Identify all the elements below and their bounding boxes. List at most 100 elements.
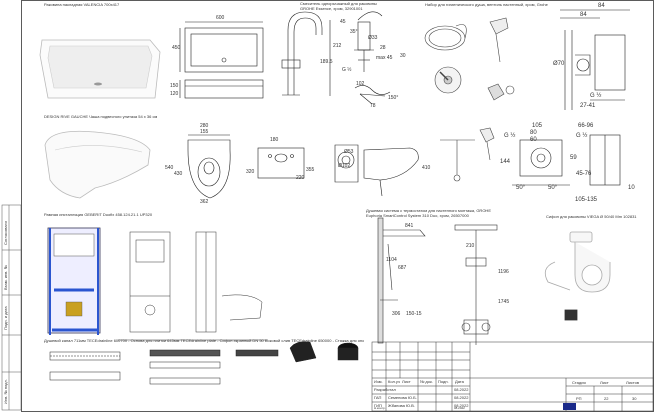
caption-siphon: Сифон для раковины VIEGA Ø 50/40 Mm 1028… xyxy=(546,214,637,219)
dim-t-362: 362 xyxy=(200,199,209,205)
dim-f-189: 189.5 xyxy=(320,59,333,65)
dim-h-84b: 84 xyxy=(580,12,587,18)
caption-drain: Душевой канал 711мм TECEdrainline 600700… xyxy=(44,338,364,343)
dim-s-50a: 50° xyxy=(516,185,526,191)
sink-drawing xyxy=(179,21,264,99)
dim-h-84a: 84 xyxy=(598,3,605,9)
tb-header-1: Кол.уч xyxy=(388,379,400,384)
toilet-photo xyxy=(44,130,151,199)
caption-install: Рамная инсталляция GEBERIT Duofix 458.12… xyxy=(44,212,153,217)
caption-sink: Раковина накладная VALENCIA 700x417 xyxy=(44,2,120,7)
siphon-drawing xyxy=(544,231,611,321)
dim-f-28: 28 xyxy=(380,45,386,51)
dim-s-g12b: G ½ xyxy=(576,133,588,139)
logo-mark xyxy=(563,403,576,410)
faucet-drawing xyxy=(281,11,391,105)
dim-h-g12: G ½ xyxy=(590,93,602,99)
drain-drawing xyxy=(49,341,359,385)
caption-toilet: DESIGN RIVE GAUCHE Чаша подвесного унита… xyxy=(44,114,158,119)
dim-t-280: 280 xyxy=(200,123,209,129)
install-photo xyxy=(47,227,101,335)
dim-t-540: 540 xyxy=(165,165,174,171)
dim-s-60: 60 xyxy=(530,137,537,143)
tb-date-3: 08.2022 xyxy=(454,406,465,410)
dim-s-144: 144 xyxy=(500,159,511,165)
tb-date-0: 08.2022 xyxy=(454,387,469,392)
dim-s-105135: 105-135 xyxy=(575,197,598,203)
tb-sheet-label: Лист xyxy=(600,380,609,385)
dim-t-220: 220 xyxy=(296,175,305,181)
dim-t-102: Ø102 xyxy=(338,163,351,169)
dim-sh-1104: 1104 xyxy=(386,257,397,263)
tb-sheets: 30 xyxy=(632,396,637,401)
dim-t-180: 180 xyxy=(270,137,279,143)
tb-name-1: Семенова Ю.Б. xyxy=(388,395,417,400)
dim-h-70: Ø70 xyxy=(553,61,565,67)
tb-sheets-label: Листов xyxy=(626,380,639,385)
caption-faucet: Смеситель однорычажный для раковины GROH… xyxy=(300,1,377,11)
tb-role-0: Разработал xyxy=(374,387,396,392)
sidebar-label-1: Взам. инв. № xyxy=(3,265,8,290)
dim-f-g12: G ½ xyxy=(342,67,352,73)
dim-f-150: 150° xyxy=(388,95,399,101)
caption-shower: Душевая система с термостатом для настен… xyxy=(366,208,491,218)
dim-s-g12a: G ½ xyxy=(504,133,516,139)
dim-sh-1196: 1196 xyxy=(498,269,509,275)
tb-role-1: ГАП xyxy=(374,395,382,400)
dim-s-4576: 45-76 xyxy=(576,171,592,177)
dim-sh-210: 210 xyxy=(466,243,475,249)
dim-t-155: 155 xyxy=(200,129,209,135)
dim-t-410: 410 xyxy=(422,165,431,171)
tb-header-2: Лист xyxy=(402,379,411,384)
dim-t-355: 355 xyxy=(306,167,315,173)
dim-f-max45: max 45 xyxy=(376,55,393,61)
dim-sink-h2: 150 xyxy=(170,83,179,89)
tb-date-2: 08.2022 xyxy=(454,403,469,408)
shower-system-drawing xyxy=(377,217,498,345)
sidebar-stamp xyxy=(1,204,22,411)
dim-f-102: 102 xyxy=(356,81,365,87)
dim-f-30: 30 xyxy=(400,53,406,59)
install-drawing xyxy=(118,231,268,341)
dim-sh-687: 687 xyxy=(398,265,407,271)
dim-s-105: 105 xyxy=(532,123,543,129)
dim-h-2741: 27-41 xyxy=(580,103,596,109)
tb-header-3: № док. xyxy=(420,379,433,384)
dim-sh-1745: 1745 xyxy=(498,299,510,305)
dim-f-212: 212 xyxy=(333,43,342,49)
dim-t-430: 430 xyxy=(174,171,183,177)
tb-role-3: Н.контр. xyxy=(374,406,386,410)
dim-f-78: 78 xyxy=(370,103,376,109)
sink-photo xyxy=(39,39,161,99)
hygienic-section-drawing xyxy=(560,9,630,110)
thermostat-drawing xyxy=(512,134,621,186)
tb-header-0: Изм. xyxy=(374,379,383,384)
dim-s-10: 10 xyxy=(628,185,635,191)
tb-stage-label: Стадия xyxy=(572,380,586,385)
dim-t-53: Ø53 xyxy=(344,149,354,155)
dim-sh-306: 306 xyxy=(392,311,401,317)
dim-s-59: 59 xyxy=(570,155,577,161)
toilet-drawing xyxy=(187,134,419,199)
title-block-lines xyxy=(371,341,654,412)
dim-sink-h1: 450 xyxy=(172,45,181,51)
tb-header-4: Подп. xyxy=(438,379,449,384)
tb-stage: РП xyxy=(576,396,582,401)
shower-head-drawing xyxy=(440,127,495,182)
dim-sh-150: 150-15 xyxy=(406,311,422,317)
dim-s-50b: 50° xyxy=(548,185,558,191)
tb-sheet: 22 xyxy=(604,396,609,401)
tb-date-1: 08.2022 xyxy=(454,395,469,400)
dim-f-ang: 35° xyxy=(350,29,358,35)
sidebar-label-0: Согласовано xyxy=(3,220,8,245)
tb-name-2: Жбанова Ю.В. xyxy=(388,403,415,408)
caption-hygienic: Набор для гигиенического душа, вентиль н… xyxy=(425,2,548,7)
dim-sink-width: 600 xyxy=(216,15,225,21)
sidebar-label-2: Подп. и дата xyxy=(3,306,8,330)
hygienic-shower-drawing xyxy=(424,17,515,101)
dim-t-320: 320 xyxy=(246,169,255,175)
tb-role-2: ГИП xyxy=(374,403,382,408)
dim-f-45: 45 xyxy=(340,19,346,25)
